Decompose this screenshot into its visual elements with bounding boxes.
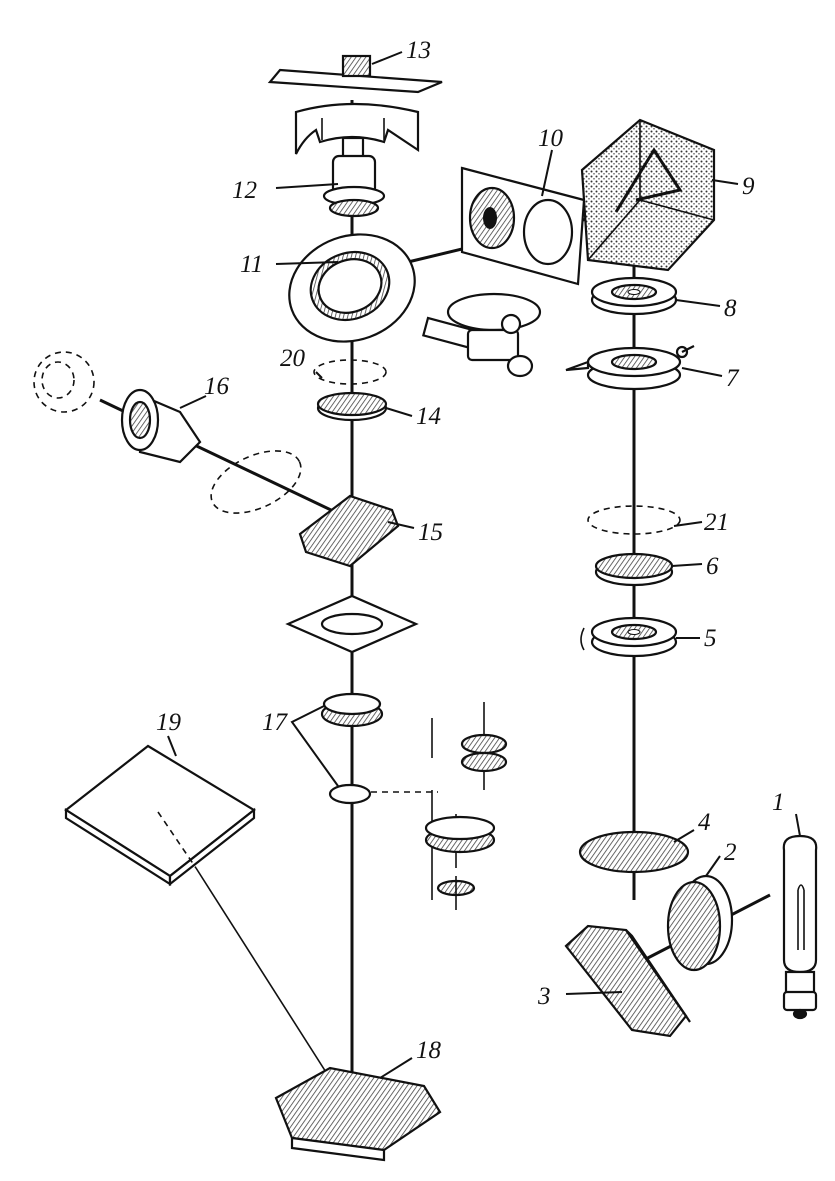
label-15: 15: [418, 519, 443, 546]
optional-element-20: [313, 359, 387, 385]
square-plate: [285, 594, 419, 654]
optional-element-16b: [210, 450, 302, 514]
beam-splitter-15: [298, 494, 400, 568]
label-19: 19: [156, 709, 182, 736]
filter-slider: [460, 166, 586, 286]
lamp-1: [782, 834, 818, 1020]
label-21: 21: [704, 509, 729, 536]
label-13: 13: [406, 37, 431, 64]
specimen-stage: [267, 54, 443, 94]
label-14: 14: [416, 403, 441, 430]
label-8: 8: [724, 295, 737, 322]
label-18: 18: [416, 1037, 442, 1064]
callout-leaders: [167, 51, 801, 1079]
exchangeable-lens-set: [424, 702, 508, 910]
callout-labels: 13 12 10 9 11 8 7 20 16 14 15 21 6 5 19 …: [156, 37, 785, 1064]
label-3: 3: [537, 983, 551, 1010]
label-1: 1: [772, 789, 785, 816]
label-4: 4: [698, 809, 711, 836]
aperture-diaphragm-7: [565, 345, 695, 391]
label-7: 7: [726, 365, 740, 392]
label-20: 20: [280, 345, 306, 372]
eyepiece-16: [33, 351, 202, 464]
lens-14: [316, 391, 388, 422]
iris-diaphragm-8: [590, 276, 678, 316]
label-5: 5: [704, 625, 717, 652]
base-mirror-18: [274, 1066, 442, 1162]
label-16: 16: [204, 373, 230, 400]
field-diaphragm-5: [580, 616, 678, 658]
projection-screen-19: [64, 744, 256, 887]
lens-6: [594, 552, 674, 587]
label-12: 12: [232, 177, 257, 204]
collector-lens-4: [578, 830, 690, 874]
label-10: 10: [538, 125, 564, 152]
centering-lever: [421, 292, 542, 378]
mirror-3: [564, 924, 691, 1038]
prism: [580, 118, 716, 272]
optional-element-21: [587, 505, 681, 535]
label-2: 2: [724, 839, 737, 866]
filter-2: [666, 874, 734, 972]
label-6: 6: [706, 553, 719, 580]
objective-holder: [294, 102, 420, 155]
relay-lenses-17: [290, 692, 384, 805]
objective-lens: [322, 136, 386, 218]
label-9: 9: [742, 173, 755, 200]
label-17: 17: [262, 709, 289, 736]
label-11: 11: [240, 251, 263, 278]
ring-mirror: [288, 233, 416, 343]
